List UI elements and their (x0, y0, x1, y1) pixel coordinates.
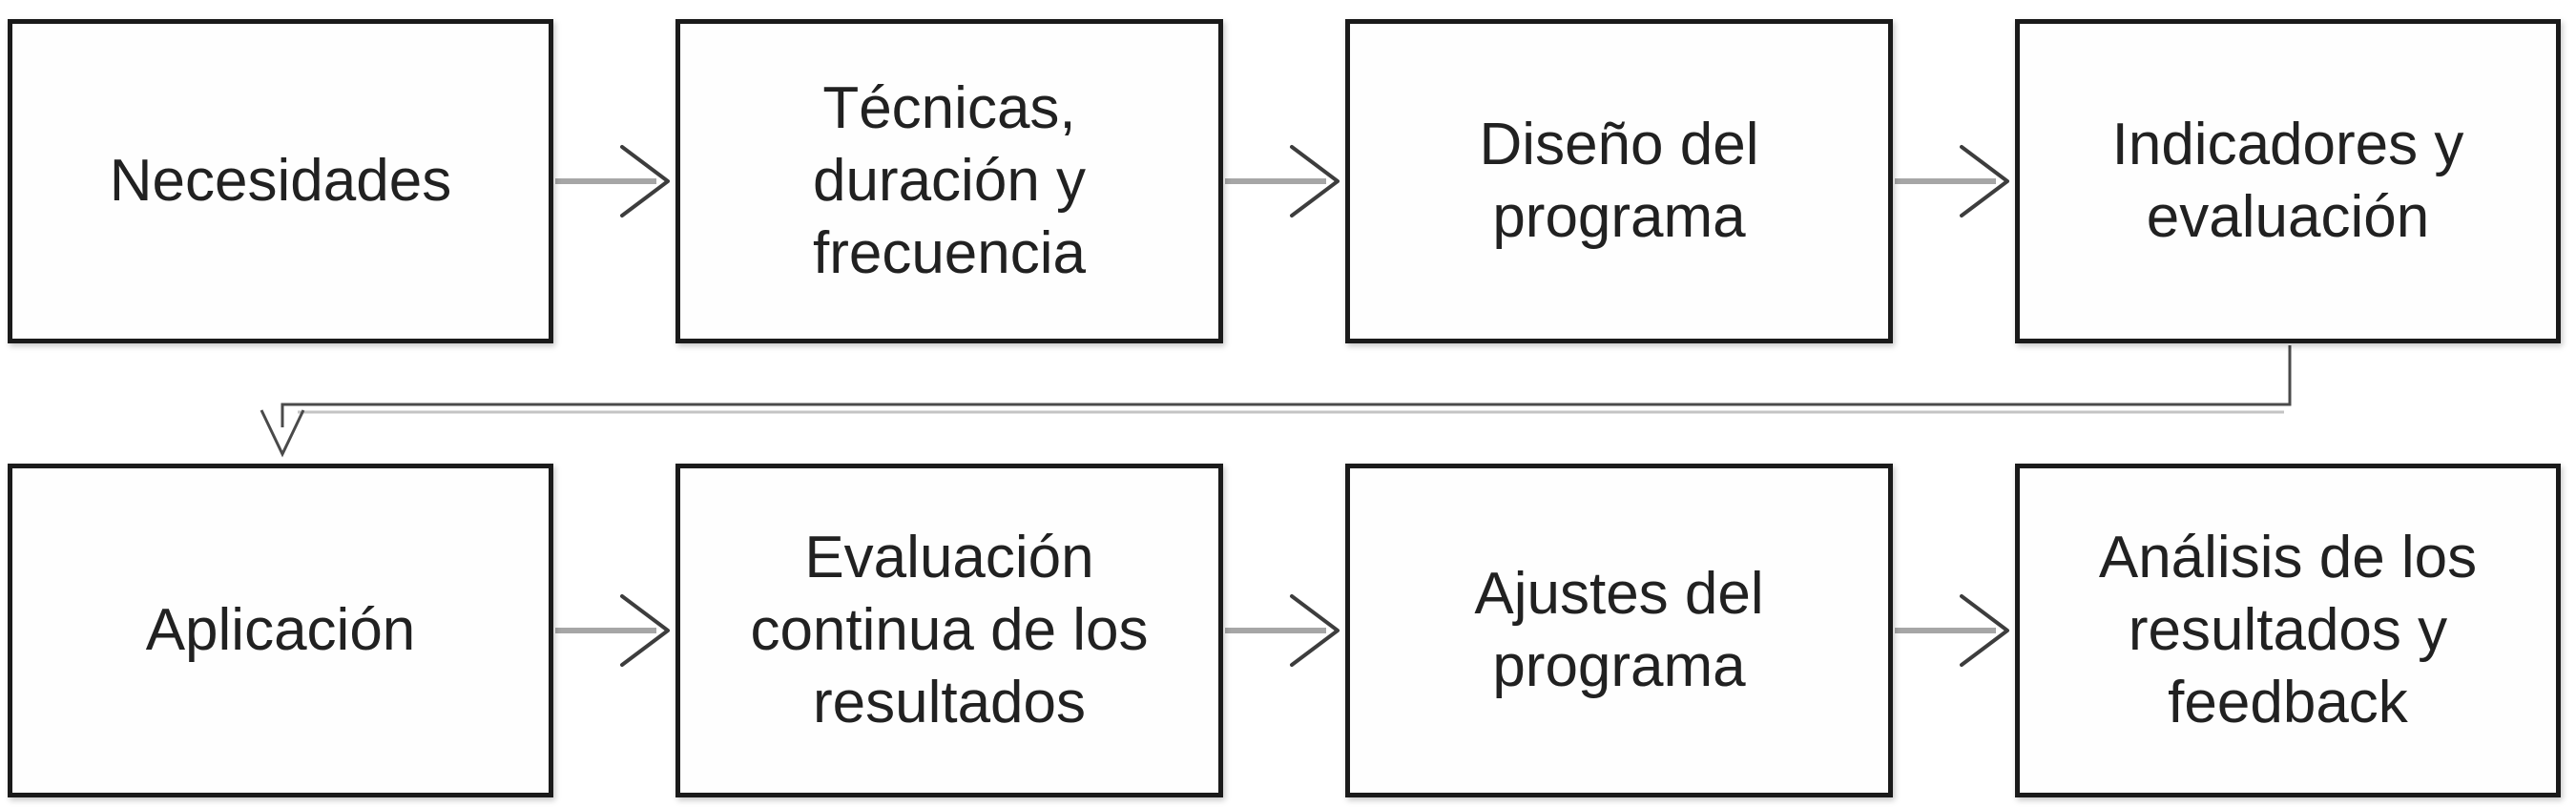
arrow-right-icon (555, 594, 670, 667)
arrow-right-icon (1895, 145, 2009, 217)
arrow-right-icon (1225, 145, 1340, 217)
flow-step-analisis-resultados-feedback: Análisis de los resultados y feedback (2015, 464, 2561, 797)
flow-step-label: Ajustes del programa (1474, 561, 1764, 699)
arrow-right-icon (1225, 594, 1340, 667)
flow-step-necesidades: Necesidades (8, 19, 553, 343)
flow-step-tecnicas-duracion-frecuencia: Técnicas, duración y frecuencia (675, 19, 1223, 343)
elbow-connector-arrow-icon (260, 345, 2292, 458)
arrow-right-icon (1895, 594, 2009, 667)
flow-step-label: Aplicación (145, 597, 416, 663)
flow-step-label: Diseño del programa (1479, 112, 1759, 250)
arrow-right-icon (555, 145, 670, 217)
flow-step-label: Indicadores y evaluación (2111, 112, 2464, 250)
flow-step-label: Necesidades (109, 148, 452, 214)
flow-step-label: Técnicas, duración y frecuencia (812, 75, 1087, 286)
flow-step-indicadores-evaluacion: Indicadores y evaluación (2015, 19, 2561, 343)
flow-step-aplicacion: Aplicación (8, 464, 553, 797)
flow-step-ajustes-del-programa: Ajustes del programa (1345, 464, 1893, 797)
flow-step-diseno-del-programa: Diseño del programa (1345, 19, 1893, 343)
flow-step-evaluacion-continua: Evaluación continua de los resultados (675, 464, 1223, 797)
flow-step-label: Evaluación continua de los resultados (750, 525, 1149, 735)
flow-step-label: Análisis de los resultados y feedback (2098, 525, 2478, 735)
